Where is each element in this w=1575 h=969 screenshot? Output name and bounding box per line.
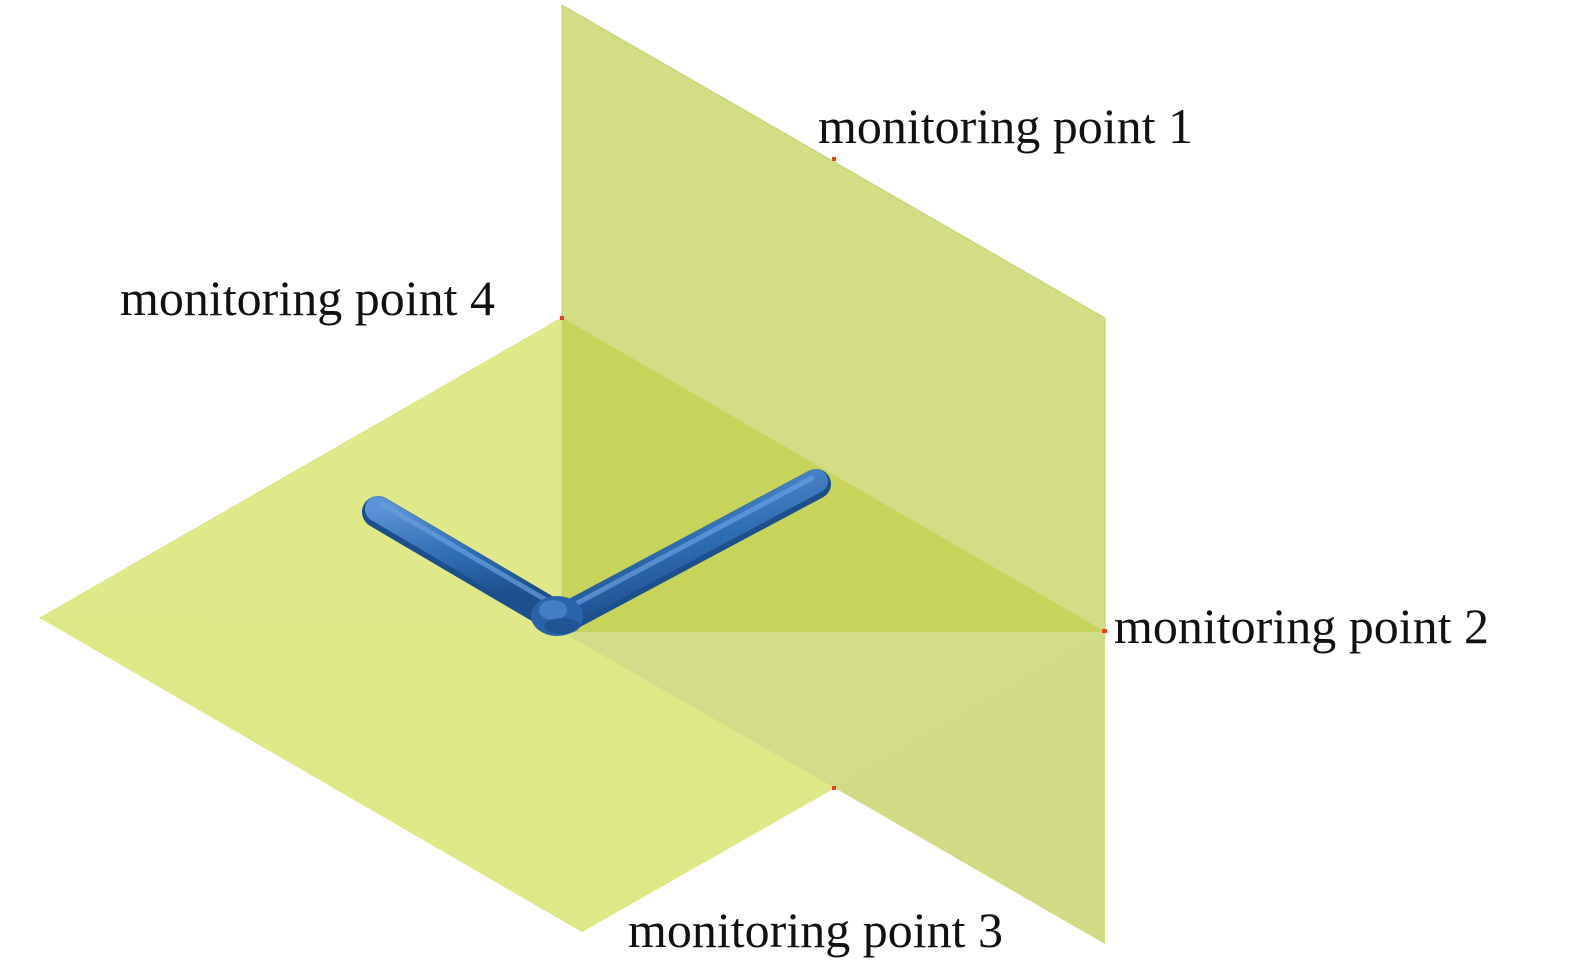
horizontal-plane-lower [40,618,835,932]
monitoring-point-3-label: monitoring point 3 [628,902,1003,958]
monitoring-point-2-label: monitoring point 2 [1114,598,1489,654]
monitoring-point-1-marker [832,157,836,161]
monitoring-point-3-marker [832,786,836,790]
monitoring-point-1-label: monitoring point 1 [818,98,1193,154]
pipe-elbow [362,469,831,636]
vertical-plane-lower-edge [835,632,1105,944]
vertical-plane-lower [562,632,1105,944]
monitoring-point-2-marker [1102,629,1107,633]
monitoring-point-4-label: monitoring point 4 [120,270,495,326]
monitoring-point-4-marker [560,316,564,320]
